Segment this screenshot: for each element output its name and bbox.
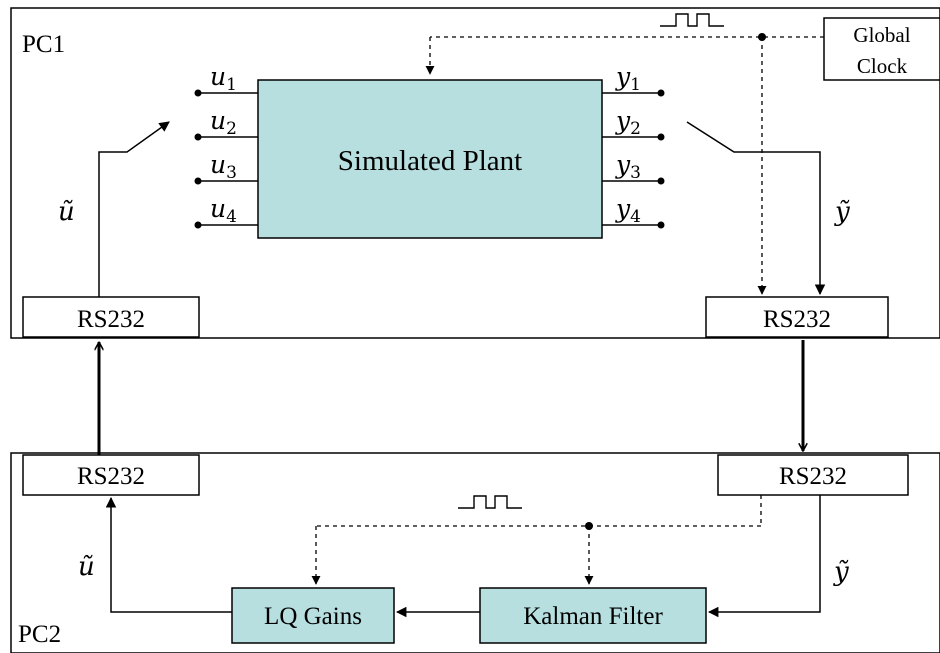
- pc2-clock-pulse-icon: [458, 495, 522, 509]
- global-clock-label-line1: Global: [853, 23, 910, 47]
- input-label-u2: u2: [210, 106, 237, 139]
- pc1-clock-pulse-icon: [660, 13, 724, 27]
- pc2-clock-lines: [311, 495, 762, 585]
- global-clock-label-line2: Clock: [857, 54, 908, 78]
- output-label-y2: y2: [615, 106, 641, 139]
- simulated-plant-block: [257, 79, 603, 239]
- plant-output-dots: [657, 89, 665, 229]
- pc1-rs232-left-label: RS232: [77, 306, 145, 333]
- plant-output-ports: [602, 92, 661, 226]
- pc2-rs232-right-label: RS232: [779, 463, 847, 490]
- pc2-rs232-right: [717, 454, 909, 496]
- plant-input-dots: [194, 89, 202, 229]
- pc1-clock-junction: [758, 33, 766, 41]
- plant-input-ports: [198, 92, 258, 226]
- pc1-u-tilde-path: [98, 121, 170, 297]
- lq-gains-block: [231, 587, 395, 644]
- simulated-plant-label: Simulated Plant: [338, 145, 522, 177]
- output-label-y4: y4: [615, 194, 641, 227]
- input-label-u4: u4: [210, 194, 237, 227]
- pc1-u-tilde-label: ũ: [58, 197, 75, 227]
- pc2-rs232-left: [22, 454, 200, 496]
- pc1-y-tilde-label: ỹ: [834, 197, 850, 227]
- pc1-label: PC1: [22, 31, 65, 58]
- pc1-rs232-right-label: RS232: [763, 306, 831, 333]
- input-label-u1: u1: [210, 62, 237, 95]
- pc2-y-tilde-label: ỹ: [833, 557, 849, 587]
- pc1-y-tilde-path: [686, 121, 826, 296]
- pc1-rs232-right: [705, 296, 889, 338]
- lq-gains-label: LQ Gains: [264, 603, 362, 630]
- pc2-clock-junction: [585, 522, 593, 530]
- input-label-u3: u3: [210, 150, 237, 183]
- pc2-y-tilde-path: [707, 495, 821, 618]
- kalman-filter-label: Kalman Filter: [523, 603, 663, 630]
- pc2-label: PC2: [18, 621, 61, 648]
- global-clock-block: [823, 17, 940, 81]
- output-label-y3: y3: [615, 150, 641, 183]
- pc2-u-tilde-label: ũ: [78, 552, 95, 582]
- pc2-u-tilde-path: [105, 496, 232, 613]
- kalman-filter-block: [479, 587, 707, 644]
- pc1-rs232-left: [22, 296, 200, 338]
- output-label-y1: y1: [615, 62, 641, 95]
- pc2-rs232-left-label: RS232: [77, 463, 145, 490]
